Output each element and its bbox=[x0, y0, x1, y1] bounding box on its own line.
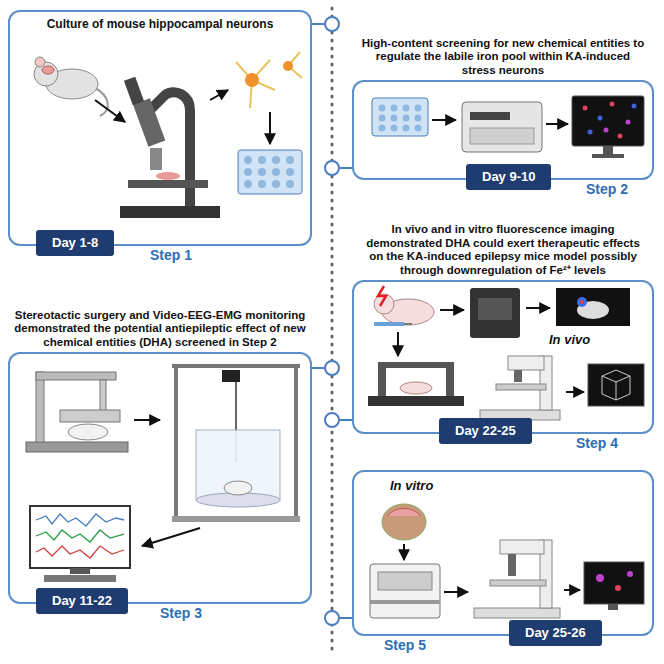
day-label: Day 25-26 bbox=[525, 625, 586, 640]
step-label: Step 4 bbox=[576, 434, 618, 452]
step-label: Step 2 bbox=[586, 180, 628, 198]
day-tab: Day 22-25 bbox=[439, 418, 532, 444]
in-vitro-illustration bbox=[370, 504, 644, 618]
step-panel: In vitroStep 5Day 25-26 bbox=[352, 470, 654, 636]
day-label: Day 1-8 bbox=[52, 235, 98, 250]
day-tab: Day 1-8 bbox=[36, 230, 114, 256]
mode-label: In vivo bbox=[549, 332, 590, 348]
timeline-dots bbox=[312, 17, 352, 625]
panel-heading: In vivo and in vitro fluorescence imagin… bbox=[358, 223, 648, 277]
screening-illustration bbox=[372, 96, 644, 158]
in-vivo-illustration bbox=[368, 286, 644, 420]
step-panel: High-content screening for new chemical … bbox=[352, 80, 654, 180]
step-label: Step 3 bbox=[160, 604, 202, 622]
step-panel: Culture of mouse hippocampal neuronsStep… bbox=[8, 10, 312, 246]
surgery-eeg-illustration bbox=[26, 366, 300, 582]
step-panel: In vivo and in vitro fluorescence imagin… bbox=[352, 280, 654, 434]
panel-heading: Culture of mouse hippocampal neurons bbox=[18, 17, 302, 31]
step-panel: Stereotactic surgery and Video-EEG-EMG m… bbox=[8, 352, 312, 604]
day-label: Day 11-22 bbox=[52, 593, 112, 608]
day-tab: Day 9-10 bbox=[466, 164, 551, 190]
mode-label: In vitro bbox=[390, 478, 433, 494]
timeline bbox=[331, 8, 334, 656]
step-label: Step 5 bbox=[384, 636, 426, 654]
day-label: Day 22-25 bbox=[455, 423, 516, 438]
panel-heading: Stereotactic surgery and Video-EEG-EMG m… bbox=[14, 309, 306, 350]
step-label: Step 1 bbox=[150, 246, 192, 264]
panel-heading: High-content screening for new chemical … bbox=[358, 37, 648, 78]
culture-illustration bbox=[34, 52, 302, 218]
day-tab: Day 11-22 bbox=[36, 588, 128, 614]
day-label: Day 9-10 bbox=[482, 169, 535, 184]
day-tab: Day 25-26 bbox=[509, 620, 602, 646]
